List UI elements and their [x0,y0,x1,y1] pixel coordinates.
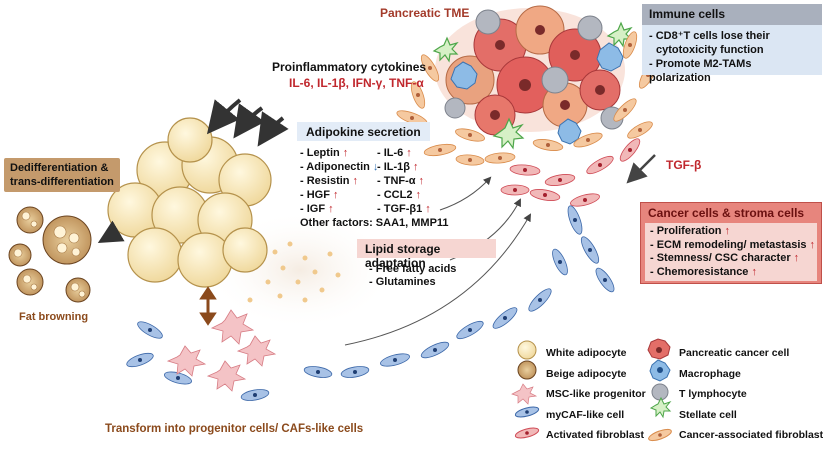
lipid-item: - Free fatty acids [369,263,457,275]
cytokines-title: Proinflammatory cytokines [272,60,427,74]
adipokine-name: - IL-6 [377,147,404,159]
legend-item: Cancer-associated fibroblast [679,429,824,441]
immune-item: - CD8⁺T cells lose their [649,30,770,42]
adipokine-name: - TGF-β1 [377,203,423,215]
dediff-label: Dedifferentiation & trans-differentiatio… [4,158,120,192]
progenitor-label: Transform into progenitor cells/ CAFs-li… [105,423,364,435]
legend-item: Macrophage [679,367,741,380]
msc-progenitors [166,309,277,392]
adipokine-other: Other factors: SAA1, MMP11 [300,217,449,229]
up-arrow-icon: ↑ [809,238,816,251]
up-arrow-icon: ↑ [418,175,425,187]
tgf-arrow [626,154,656,184]
immune-item: cytotoxicity function [656,44,764,56]
adipokine-left-list: - Leptin↑ - Adiponectin↓ - Resistin↑ - H… [300,146,378,216]
to-progenitor-arrow [97,220,125,244]
fibroblast-field [126,31,658,401]
up-arrow-icon: ↑ [425,203,431,215]
down-arrow-icon: ↓ [372,161,379,173]
legend-item: Pancreatic cancer cell [679,347,790,359]
up-arrow-icon: ↑ [352,175,359,187]
up-arrow-icon: ↑ [413,161,419,173]
up-arrow-icon: ↑ [328,203,334,215]
tgf-label: TGF-β [666,158,702,172]
lipid-item: - Glutamines [369,276,436,288]
legend-right: Pancreatic cancer cell Macrophage T lymp… [679,343,823,446]
up-arrow-icon: ↑ [415,189,421,201]
adipokine-name: - IGF [300,203,326,215]
tme-title: Pancreatic TME [380,6,470,20]
lipid-list: - Free fatty acids - Glutamines [369,263,456,289]
up-arrow-icon: ↑ [751,265,757,278]
cancer-item: - Chemoresistance [650,265,749,278]
adipokine-name: - Adiponectin [300,161,370,173]
up-arrow-icon: ↑ [342,147,349,159]
adipokine-title: Adipokine secretion [297,122,430,141]
lipid-droplets [247,237,341,303]
legend-item: MSC-like progenitor [546,388,646,400]
double-arrow [199,286,217,326]
tumor-cluster [432,5,633,150]
adipokine-name: - Resistin [300,175,350,187]
legend-item: Stellate cell [679,408,737,421]
adipokine-right-list: - IL-6↑ - IL-1β↑ - TNF-α↑ - CCL2↑ - TGF-… [377,146,431,216]
cytokine-arrows [206,98,289,147]
up-arrow-icon: ↑ [332,189,339,201]
lipid-title: Lipid storage adaptation [357,239,496,270]
legend-item: Beige adipocyte [546,367,627,380]
cancer-stroma-title: Cancer cells & stroma cells [648,206,805,220]
cancer-stroma-panel: Cancer cells & stroma cells - Proliferat… [640,202,822,284]
cancer-item: - Proliferation [650,225,722,237]
up-arrow-icon: ↑ [724,225,731,237]
legend-icons [511,338,672,442]
immune-cells-panel: Immune cells - CD8⁺T cells lose their cy… [642,4,822,84]
legend-left: White adipocyte Beige adipocyte MSC-like… [546,343,646,446]
legend-item: White adipocyte [546,347,627,359]
immune-item: - Promote M2-TAMs polarization [649,58,752,84]
legend-item: T lymphocyte [679,388,747,400]
legend-item: myCAF-like cell [546,408,625,421]
beige-droplets [13,211,86,298]
adipocyte-cluster [107,117,272,288]
adipokine-name: - Leptin [300,147,340,159]
adipokine-name: - IL-1β [377,161,410,173]
up-arrow-icon: ↑ [793,252,800,264]
up-arrow-icon: ↑ [406,147,412,159]
cancer-item: - ECM remodeling/ metastasis [650,238,807,251]
adipokine-name: - HGF [300,189,330,201]
adipokine-name: - CCL2 [377,189,413,201]
fat-browning-label: Fat browning [19,311,89,323]
immune-cells-title: Immune cells [642,4,822,25]
legend-item: Activated fibroblast [546,429,645,441]
cancer-item: - Stemness/ CSC character [650,252,791,264]
adipokine-name: - TNF-α [377,175,416,187]
cytokines-list: IL-6, IL-1β, IFN-γ, TNF-α [289,76,424,90]
